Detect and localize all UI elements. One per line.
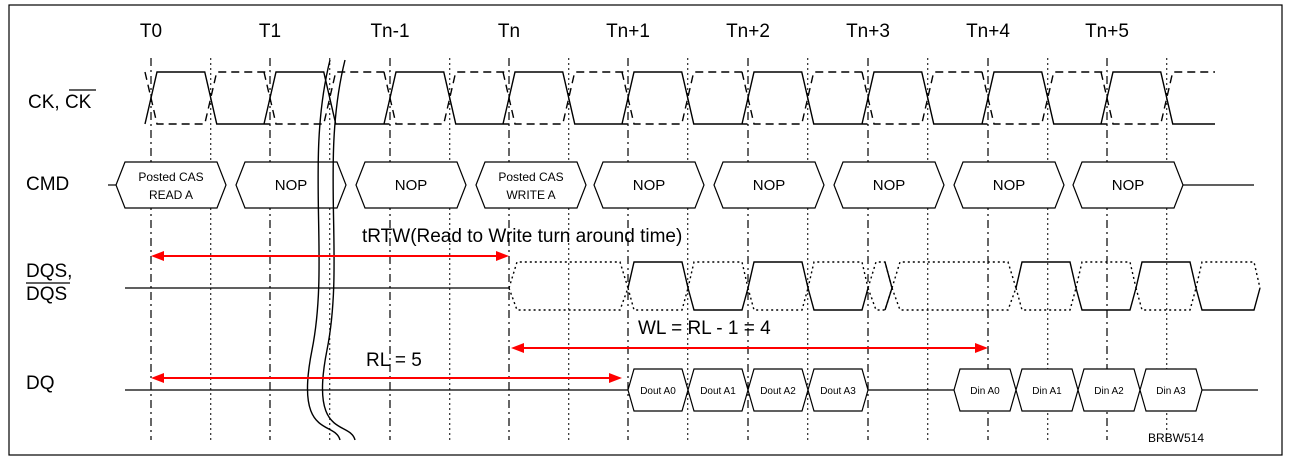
- cmd-cell: [115, 161, 227, 209]
- dqs-signal-label: DQS,: [26, 261, 72, 282]
- dqs-waveform: [125, 261, 1261, 311]
- wl-annotation: WL = RL - 1 = 4: [638, 318, 771, 339]
- rl-arrow: [151, 373, 622, 383]
- dq-data-label: Din A2: [1094, 386, 1124, 397]
- ck-signal-label: CK, CK: [28, 92, 92, 113]
- dq-data-label: Dout A3: [820, 386, 856, 397]
- clock-label: T1: [259, 21, 281, 42]
- rl-arrow-head-right: [609, 373, 622, 383]
- cmd-cell-label: NOP: [993, 177, 1026, 194]
- time-break-line-1: [306, 59, 341, 441]
- cmd-cell-label: Posted CAS: [138, 170, 203, 184]
- dqs-bar-write-pulse: [1015, 287, 1077, 311]
- time-break-line-2: [321, 59, 356, 441]
- dq-data-label: Din A0: [970, 386, 1000, 397]
- dqs-bar-write-pulse: [1075, 261, 1137, 289]
- clock-label: Tn+2: [726, 21, 770, 42]
- figure-id: BRBW514: [1148, 431, 1204, 445]
- diagram-frame: [8, 4, 1283, 456]
- clock-label: Tn+1: [606, 21, 650, 42]
- rl-arrow-head-left: [151, 373, 164, 383]
- cmd-cell-label: Posted CAS: [498, 170, 563, 184]
- cmd-cell: [593, 161, 705, 209]
- dqs-bar-read-pulse: [807, 261, 869, 289]
- cmd-cell: [833, 161, 945, 209]
- dqs-bar-write-pulse: [1195, 261, 1261, 289]
- dq-data-label: Din A1: [1032, 386, 1062, 397]
- cmd-bus: Posted CAS READ A NOP NOP Posted CAS WRITE A N…: [108, 161, 1254, 209]
- dqs-bridge: [884, 261, 893, 311]
- clock-label: Tn+4: [966, 21, 1010, 42]
- dqs-read-pulse: [807, 287, 869, 311]
- ck-waveform: [144, 71, 1215, 125]
- timing-arrows: [151, 251, 988, 383]
- cmd-cell-label: NOP: [395, 177, 428, 194]
- clock-label: Tn+3: [846, 21, 890, 42]
- dqs-read-pulse: [747, 261, 809, 289]
- clock-label: Tn+5: [1085, 21, 1129, 42]
- cmd-cell: [713, 161, 825, 209]
- cmd-cell: [355, 161, 467, 209]
- clock-label: Tn-1: [370, 21, 409, 42]
- dqs-bar-read-pulse: [687, 261, 749, 289]
- dq-bus: Dout A0 Dout A1 Dout A2 Dout A3 Din A0 Din A1…: [125, 368, 1258, 412]
- clock-label: T0: [140, 21, 162, 42]
- dqs-read-pulse: [687, 287, 749, 311]
- dq-data-label: Dout A1: [700, 386, 736, 397]
- wl-arrow: [511, 343, 988, 353]
- wl-arrow-head-right: [975, 343, 988, 353]
- ck-bar-clock-line: [144, 71, 1215, 125]
- rl-annotation: RL = 5: [366, 350, 422, 371]
- cmd-cell-label: NOP: [275, 177, 308, 194]
- clock-label: Tn: [498, 21, 520, 42]
- dqs-write-pulse: [1015, 261, 1077, 289]
- trtw-arrow: [151, 251, 509, 261]
- cmd-cell-label: NOP: [1112, 177, 1145, 194]
- cmd-cell: [475, 161, 587, 209]
- cmd-cell: [953, 161, 1065, 209]
- trtw-arrow-head-left: [151, 251, 164, 261]
- dq-signal-label: DQ: [26, 373, 55, 394]
- dqs-write-pulse: [1195, 287, 1261, 311]
- cmd-cell-label: NOP: [633, 177, 666, 194]
- cmd-cell-label: NOP: [753, 177, 786, 194]
- dq-data-label: Dout A0: [640, 386, 676, 397]
- cmd-cell-label: READ A: [149, 188, 193, 202]
- cmd-signal-label: CMD: [26, 174, 69, 195]
- cmd-cell-label: NOP: [873, 177, 906, 194]
- dqs-bar-read-pulse: [747, 287, 809, 311]
- dqs-write-preamble: [891, 261, 1017, 311]
- dqs-read-preamble: [508, 261, 629, 311]
- dqs-read-pulse: [627, 261, 689, 289]
- dq-data-label: Dout A2: [760, 386, 796, 397]
- trtw-annotation: tRTW(Read to Write turn around time): [362, 226, 682, 247]
- dq-data-label: Din A3: [1156, 386, 1186, 397]
- dqs-write-pulse: [1075, 287, 1137, 311]
- ck-clock-line: [144, 71, 1215, 125]
- dqs-bar-write-pulse: [1135, 287, 1197, 311]
- dqs-bar-signal-label: DQS: [26, 284, 67, 305]
- dqs-write-pulse: [1135, 261, 1197, 289]
- clock-labels: T0 T1 Tn-1 Tn Tn+1 Tn+2 Tn+3 Tn+4 Tn+5: [140, 21, 1129, 42]
- ck-bar-label: CK: [65, 92, 92, 113]
- cmd-cell-label: WRITE A: [506, 188, 555, 202]
- wl-arrow-head-left: [511, 343, 524, 353]
- dqs-turnaround: [867, 261, 893, 311]
- trtw-arrow-head-right: [496, 251, 509, 261]
- dqs-bar-read-pulse: [627, 287, 689, 311]
